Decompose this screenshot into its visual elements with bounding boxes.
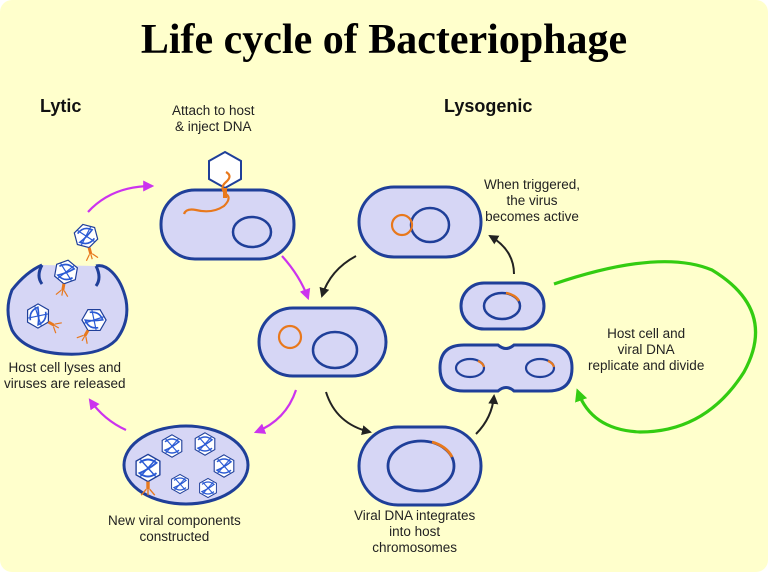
- lytic-heading: Lytic: [40, 96, 82, 116]
- attach-cell: [159, 150, 296, 261]
- replicate-loop-arrow: [553, 260, 758, 434]
- dividing-cell: [438, 343, 574, 393]
- lytic-arrow-to-attach: [87, 180, 155, 213]
- infected-cell: [257, 306, 388, 378]
- integration-cell: [357, 425, 483, 507]
- assembly-cell: [122, 424, 250, 506]
- lysogenic-arrow-to-dividing: [475, 394, 499, 435]
- lysed-cell: [6, 220, 129, 356]
- triggered-cell: [357, 185, 483, 259]
- phage-injecting-icon: [182, 150, 242, 215]
- page-title: Life cycle of Bacteriophage: [140, 17, 628, 63]
- lytic-arrow-to-lysed: [88, 398, 127, 432]
- lytic-arrow-to-center: [281, 255, 311, 301]
- lytic-arrow-to-assembly: [253, 389, 298, 434]
- lysogenic-heading: Lysogenic: [444, 96, 533, 116]
- attach-label: Attach to host& inject DNA: [172, 103, 255, 134]
- lysogenic-arrow-to-triggered: [488, 234, 515, 275]
- prophage-cell: [459, 281, 546, 331]
- lysogenic-arrow-to-center: [319, 255, 357, 298]
- lysogenic-arrow-to-integration: [325, 391, 372, 436]
